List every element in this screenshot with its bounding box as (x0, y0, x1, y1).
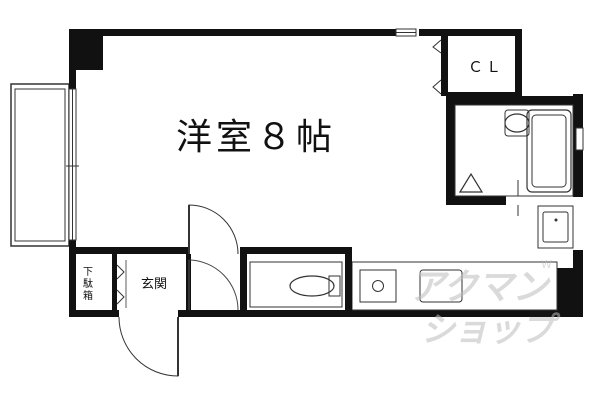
window-balcony (66, 88, 79, 241)
closet (432, 36, 522, 99)
watermark: アクマン W ショップ (405, 258, 555, 353)
door-swings (116, 204, 239, 377)
closet-label: ＣＬ (468, 58, 505, 76)
watermark-sup: W (541, 258, 552, 271)
watermark-line2: ショップ (421, 310, 554, 350)
unit-bath (446, 96, 584, 216)
shoe-box-label: 下駄箱 (83, 267, 93, 302)
toilet (249, 261, 343, 308)
watermark-line1: アクマン (409, 267, 548, 308)
window-top (395, 28, 417, 37)
balcony (10, 83, 70, 247)
entrance-label: 玄関 (141, 277, 168, 292)
room-label-western-8: 洋室８帖 (176, 117, 337, 158)
